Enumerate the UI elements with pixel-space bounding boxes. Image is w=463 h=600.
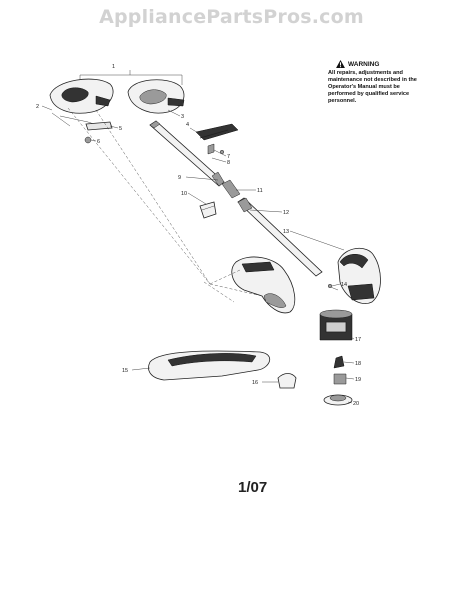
warning-note: WARNING All repairs, adjustments and mai…	[328, 60, 424, 105]
warning-triangle-icon	[336, 60, 345, 68]
base-plate	[148, 350, 270, 381]
callout-20: 20	[353, 401, 359, 407]
lower-shaft	[237, 197, 323, 277]
warning-text: All repairs, adjustments and maintenance…	[328, 70, 417, 104]
guard-housing-right	[127, 79, 185, 114]
callout-5: 5	[119, 126, 122, 132]
page-number: 1/07	[238, 479, 268, 496]
callout-18: 18	[355, 361, 361, 367]
callout-8: 8	[227, 160, 230, 166]
handle-assembly	[231, 256, 296, 314]
trimmer-head-housing	[337, 248, 381, 304]
callout-15: 15	[122, 368, 128, 374]
upper-shaft	[149, 120, 225, 187]
motor	[319, 309, 353, 341]
callout-2: 2	[36, 104, 39, 110]
callout-6: 6	[97, 139, 100, 145]
callout-7: 7	[227, 154, 230, 160]
callout-17: 17	[355, 337, 361, 343]
watermark: AppliancePartsPros.com	[99, 6, 364, 28]
callout-12: 12	[283, 210, 289, 216]
callout-1: 1	[112, 64, 115, 70]
callout-3: 3	[181, 114, 184, 120]
callout-11: 11	[257, 188, 263, 194]
warning-title: WARNING	[348, 60, 380, 68]
callout-13: 13	[283, 229, 289, 235]
callout-10: 10	[181, 191, 187, 197]
callout-9: 9	[178, 175, 181, 181]
guard-housing-left	[49, 78, 114, 114]
callout-16: 16	[252, 380, 258, 386]
callout-19: 19	[355, 377, 361, 383]
callout-4: 4	[186, 122, 189, 128]
callout-14: 14	[341, 282, 347, 288]
